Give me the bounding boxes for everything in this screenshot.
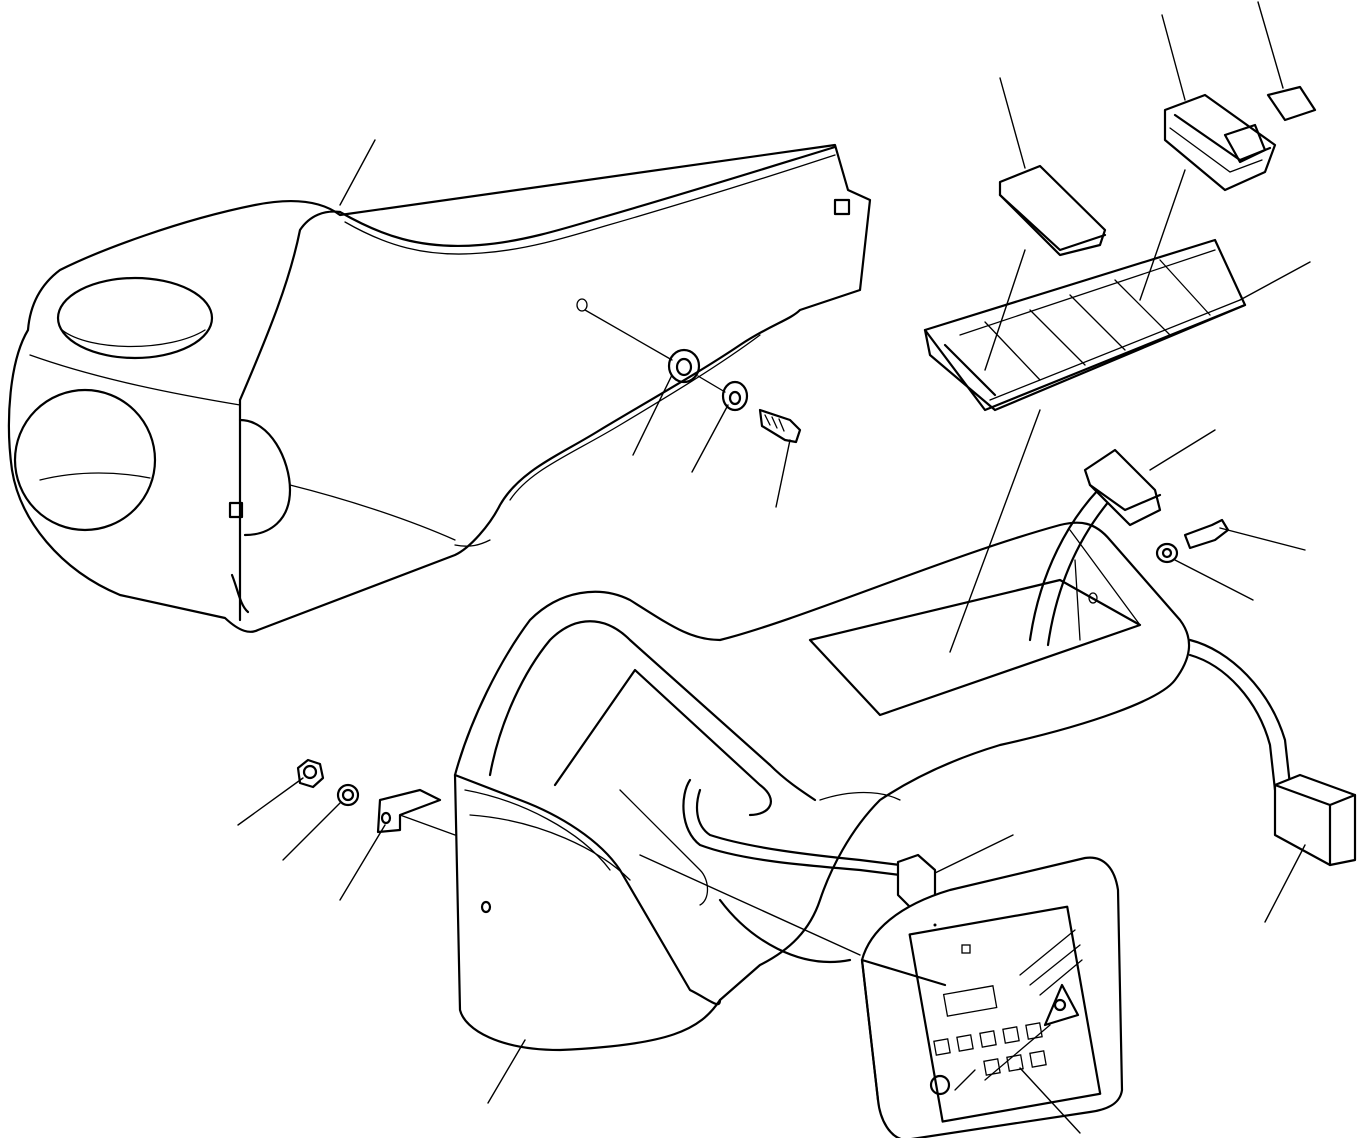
screw-washer-fasteners-upper bbox=[584, 309, 802, 444]
switch-panel-frame bbox=[923, 238, 1247, 412]
screw-washer-fasteners-side bbox=[1155, 518, 1230, 564]
instrument-cluster bbox=[860, 856, 1124, 1138]
nut-washer-bracket bbox=[296, 758, 456, 836]
lower-shroud-console bbox=[453, 521, 1191, 1052]
rocker-switch bbox=[1163, 93, 1277, 192]
wiring-harness-connectors bbox=[682, 448, 1357, 914]
upper-shroud-cover bbox=[7, 143, 872, 633]
blank-switch-cap bbox=[998, 164, 1107, 257]
callout-leader-lines bbox=[237, 1, 1311, 1134]
switch-lens bbox=[1266, 85, 1317, 122]
